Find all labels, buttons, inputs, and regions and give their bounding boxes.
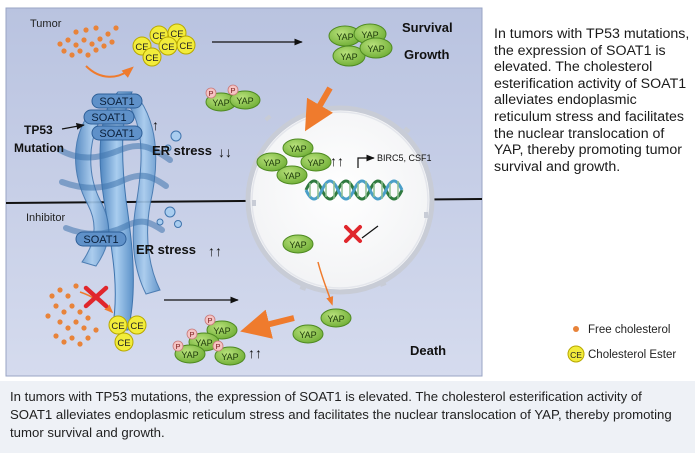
legend: Free cholesterol CE Cholesterol Ester (567, 324, 676, 363)
phospho-yap-top: YAP YAP P P (205, 84, 261, 112)
nuclear-translocation-arrow (304, 86, 334, 132)
soat1-label-3: SOAT1 (99, 128, 134, 140)
yap-label: YAP (195, 338, 212, 348)
diagram-svg: SOAT1 SOAT1 SOAT1 ↑ SOAT1 TP53 Mutation … (5, 7, 676, 377)
er-stress-bottom-label: ER stress (136, 242, 196, 257)
ce-cluster-bottom: CE CE CE (108, 315, 147, 352)
nucleus (245, 105, 435, 295)
yap-label: YAP (212, 98, 229, 108)
phospho-yap-bottom: YAP YAP YAP YAP P P P P (172, 314, 246, 366)
er-stress-top-label: ER stress (152, 143, 212, 158)
diagram-figure: SOAT1 SOAT1 SOAT1 ↑ SOAT1 TP53 Mutation … (5, 7, 690, 377)
ce-label: CE (135, 42, 148, 53)
yap-exit: YAP YAP (292, 308, 352, 344)
growth-label: Growth (404, 47, 450, 62)
yap-cluster-survival: YAP YAP YAP YAP (328, 23, 393, 67)
tp53-arrow (61, 123, 85, 130)
yap-label: YAP (181, 350, 198, 360)
target-gene-arrow (357, 154, 375, 168)
soat1-cluster-bottom: SOAT1 (75, 231, 127, 247)
phospho-label: P (230, 86, 235, 95)
esterification-block-x (83, 285, 109, 309)
yap-nuclear-up-arrows: ↑↑ (330, 153, 344, 169)
phospho-yap-up-arrows: ↑↑ (248, 345, 262, 361)
yap-label: YAP (263, 158, 280, 168)
target-genes-label: BIRC5, CSF1 (377, 153, 432, 163)
phospho-label: P (215, 342, 220, 351)
yap-label: YAP (213, 326, 230, 336)
yap-label: YAP (361, 30, 378, 40)
yap-label: YAP (289, 144, 306, 154)
tumor-label: Tumor (30, 18, 62, 30)
ce-label: CE (117, 338, 130, 349)
yap-label: YAP (299, 330, 316, 340)
inhibitor-label: Inhibitor (26, 212, 65, 224)
figure-caption: In tumors with TP53 mutations, the expre… (0, 381, 695, 453)
tp53-label: TP53 (24, 123, 53, 137)
cytoplasmic-retention-arrow (240, 309, 295, 339)
ce-label: CE (145, 53, 158, 64)
side-description: In tumors with TP53 mutations, the expre… (494, 26, 690, 175)
yap-nuclear-inhibitor: YAP (282, 234, 314, 254)
soat1-up-arrow: ↑ (152, 117, 159, 133)
ce-label: CE (111, 321, 124, 332)
dna-helix (304, 179, 404, 201)
death-label: Death (410, 343, 446, 358)
ce-label: CE (161, 42, 174, 53)
yap-label: YAP (221, 352, 238, 362)
nuclear-export-arrow (317, 261, 334, 306)
soat1-label-1: SOAT1 (99, 96, 134, 108)
yap-label: YAP (336, 32, 353, 42)
yap-label: YAP (236, 96, 253, 106)
phospho-label: P (175, 342, 180, 351)
ce-cluster-top: CE CE CE CE CE CE (132, 23, 196, 67)
phospho-label: P (208, 89, 213, 98)
ce-label: CE (130, 321, 143, 332)
free-cholesterol-top (57, 25, 119, 58)
esterification-arrow (85, 65, 134, 78)
yap-label: YAP (340, 52, 357, 62)
cholesterol-ester-swatch (567, 345, 585, 363)
free-cholesterol-bottom (45, 283, 99, 347)
soat1-cluster-top: SOAT1 SOAT1 SOAT1 ↑ (83, 93, 159, 141)
phospho-label: P (207, 316, 212, 325)
soat1-label-2: SOAT1 (91, 112, 126, 124)
yap-label: YAP (367, 44, 384, 54)
ce-label: CE (152, 31, 165, 42)
yap-cluster-nuclear: YAP YAP YAP YAP (256, 138, 332, 185)
yap-label: YAP (289, 240, 306, 250)
ce-label: CE (170, 29, 183, 40)
mutation-label: Mutation (14, 141, 64, 155)
yap-label: YAP (283, 171, 300, 181)
er-stress-top-arrows: ↓↓ (218, 144, 232, 160)
soat1-label-4: SOAT1 (83, 234, 118, 246)
ce-label: CE (179, 41, 192, 52)
transcription-block-x (344, 225, 379, 243)
legend-free-cholesterol: Free cholesterol (588, 324, 670, 336)
free-cholesterol-swatch (573, 326, 579, 332)
yap-label: YAP (327, 314, 344, 324)
yap-label: YAP (307, 158, 324, 168)
phospho-label: P (189, 330, 194, 339)
ce-label: CE (570, 350, 582, 360)
er-stress-bottom-arrows: ↑↑ (208, 243, 222, 259)
survival-label: Survival (402, 20, 453, 35)
legend-cholesterol-ester: Cholesterol Ester (588, 349, 676, 361)
